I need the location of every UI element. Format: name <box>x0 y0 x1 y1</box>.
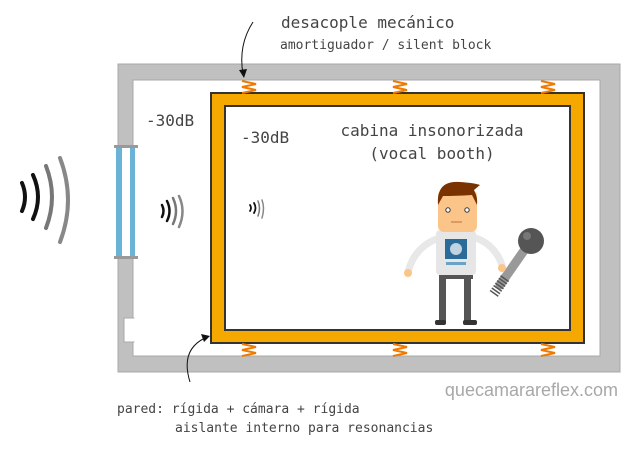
booth <box>210 92 585 344</box>
spring-icon <box>241 80 257 94</box>
wall-subtitle: aislante interno para resonancias <box>175 421 433 436</box>
decoupling-subtitle: amortiguador / silent block <box>280 38 491 53</box>
spring-icon <box>540 343 556 357</box>
sound-waves-icon <box>160 194 184 229</box>
springs <box>241 80 556 357</box>
outer-level-label: -30dB <box>146 111 194 130</box>
sound-waves-icon <box>249 199 265 219</box>
arrow-wall <box>186 334 210 383</box>
decoupling-title: desacople mecánico <box>281 13 454 32</box>
window <box>114 145 138 259</box>
website-watermark: quecamarareflex.com <box>445 380 618 400</box>
person-illustration <box>404 181 506 325</box>
inner-level-label: -30dB <box>241 128 289 147</box>
arrow-decoupling <box>239 21 254 78</box>
spring-icon <box>241 343 257 357</box>
spring-icon <box>392 343 408 357</box>
booth-title: cabina insonorizada <box>340 121 523 140</box>
spring-icon <box>392 80 408 94</box>
booth-subtitle: (vocal booth) <box>369 144 494 163</box>
microphone-icon <box>488 228 544 298</box>
wall-title: pared: rígida + cámara + rígida <box>117 402 360 417</box>
spring-icon <box>540 80 556 94</box>
sound-waves-icon <box>20 156 70 244</box>
